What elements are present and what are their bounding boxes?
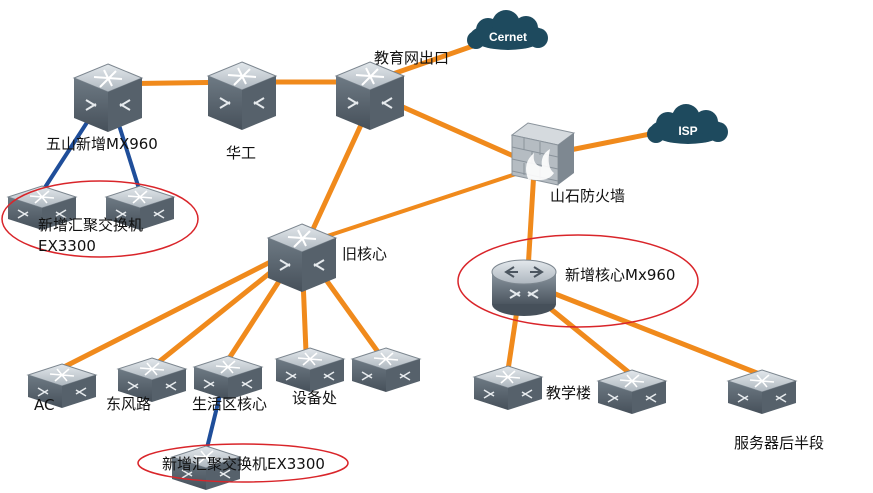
highlight-agg-bottom	[137, 443, 349, 483]
label-living: 生活区核心	[192, 395, 267, 413]
label-teaching: 教学楼	[546, 384, 591, 402]
switch-icon	[193, 355, 263, 401]
node-new-core[interactable]	[491, 259, 557, 316]
router-icon	[73, 63, 143, 133]
router-icon	[267, 223, 337, 293]
node-old-core[interactable]	[267, 223, 337, 293]
node-server[interactable]	[727, 369, 797, 415]
link-newcore-server	[537, 285, 765, 378]
link-firewall-newcore	[525, 167, 537, 273]
node-equipment[interactable]	[275, 347, 345, 393]
switch-icon	[351, 347, 421, 393]
cernet-label: Cernet	[489, 30, 527, 44]
cloud-isp: ISP	[647, 104, 728, 144]
switch-icon	[275, 347, 345, 393]
link-firewall-isp	[557, 129, 663, 155]
isp-label: ISP	[678, 124, 697, 138]
firewall-icon	[510, 122, 576, 186]
label-agg-top-line1: 新增汇聚交换机	[38, 216, 143, 234]
node-living[interactable]	[193, 355, 263, 401]
router-icon	[207, 61, 277, 131]
label-edu-exit: 教育网出口	[374, 49, 449, 67]
switch-icon	[473, 365, 543, 411]
highlight-agg-top	[1, 180, 199, 258]
node-teach2[interactable]	[597, 369, 667, 415]
link-oldcore-ac	[55, 247, 297, 373]
node-huagong[interactable]	[207, 61, 277, 131]
label-firewall: 山石防火墙	[550, 187, 625, 205]
label-new-core: 新增核心Mx960	[565, 266, 675, 284]
label-agg-top-line2: EX3300	[38, 237, 96, 255]
label-ac: AC	[34, 396, 54, 414]
label-server-back: 服务器后半段	[734, 434, 824, 452]
node-wushan[interactable]	[73, 63, 143, 133]
switch-icon	[597, 369, 667, 415]
label-old-core: 旧核心	[342, 245, 387, 263]
label-huagong: 华工	[226, 144, 256, 162]
label-agg-bottom: 新增汇聚交换机EX3300	[162, 455, 325, 473]
core-router-icon	[491, 259, 557, 316]
highlight-new-core	[457, 234, 699, 328]
link-firewall-oldcore	[298, 168, 530, 247]
label-wushan: 五山新增MX960	[46, 135, 158, 153]
node-unnamed[interactable]	[351, 347, 421, 393]
label-dongfeng: 东风路	[106, 395, 151, 413]
node-edu-exit[interactable]	[335, 61, 405, 131]
router-icon	[335, 61, 405, 131]
cloud-cernet: Cernet	[467, 10, 548, 50]
node-teach1[interactable]	[473, 365, 543, 411]
label-equipment: 设备处	[292, 389, 337, 407]
node-firewall[interactable]	[510, 122, 576, 186]
switch-icon	[727, 369, 797, 415]
